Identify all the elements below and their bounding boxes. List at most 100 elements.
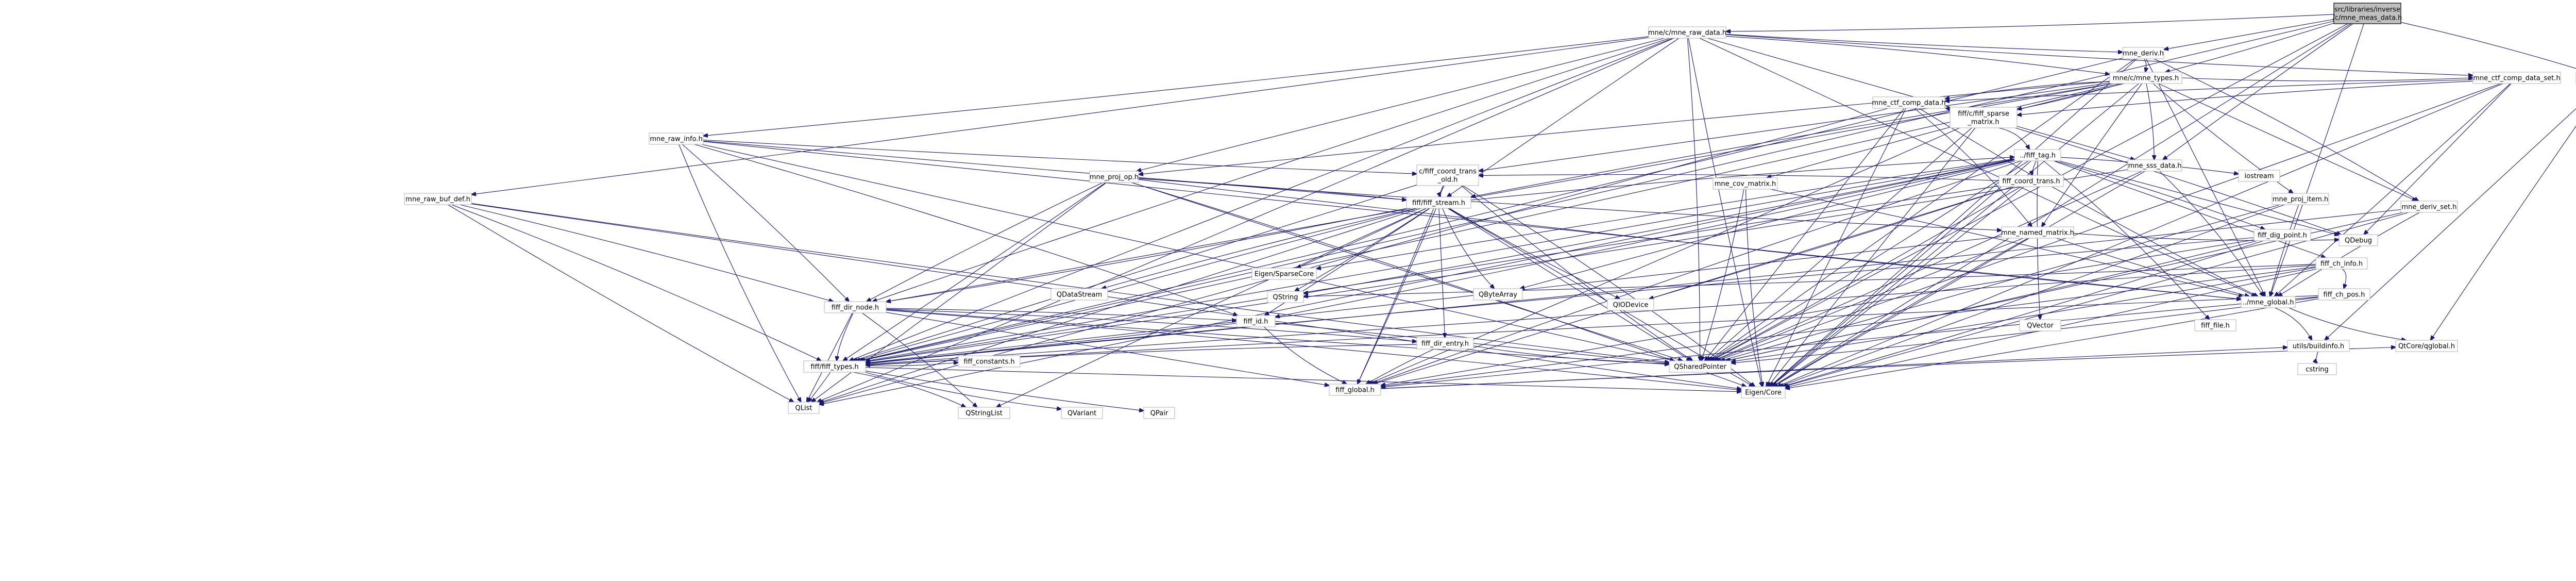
file-node-fiffglobal[interactable]: fiff_global.h <box>1329 384 1381 396</box>
file-node-qsharedptr[interactable]: QSharedPointer <box>1669 360 1732 373</box>
node-label: mne_proj_op.h <box>1090 174 1139 181</box>
edge-stream-to-qbytearray <box>1442 208 1495 289</box>
file-node-stream[interactable]: fiff/fiff_stream.h <box>1406 196 1471 209</box>
file-node-buildinfo[interactable]: utils/buildinfo.h <box>2287 340 2350 352</box>
node-label: QVariant <box>1067 410 1096 418</box>
edge-rawbuf-to-fifftypes <box>451 204 821 361</box>
file-node-qpair[interactable]: QPair <box>1143 407 1175 419</box>
file-node-cstring[interactable]: cstring <box>2297 363 2337 375</box>
file-node-digpoint[interactable]: fiff_dig_point.h <box>2253 229 2311 241</box>
file-node-projop[interactable]: mne_proj_op.h <box>1089 171 1139 183</box>
edge-ctfset-to-ctfcomp <box>1945 79 2473 102</box>
edge-root-to-fifftypes <box>859 21 2334 361</box>
edge-sparse-to-qsharedptr <box>1707 127 1972 361</box>
file-node-fiffid[interactable]: fiff_id.h <box>1236 315 1276 327</box>
edge-rawdata-to-types <box>1725 36 2110 74</box>
file-node-ctfcomp[interactable]: mne_ctf_comp_data.h <box>1872 96 1946 109</box>
node-box <box>1089 171 1139 183</box>
node-box <box>1416 337 1474 350</box>
file-node-sparse[interactable]: fiff/c/fiff_sparse_matrix.h <box>1950 107 2018 128</box>
node-box <box>2019 319 2061 331</box>
file-node-deriv[interactable]: mne_deriv.h <box>2122 47 2164 59</box>
node-box <box>2194 319 2236 331</box>
node-label: mne_ctf_comp_data_set.h <box>2473 75 2560 82</box>
edge-ctfset-to-sparse <box>2017 80 2473 115</box>
node-label: QString <box>1273 294 1298 302</box>
file-node-qvector[interactable]: QVector <box>2019 319 2061 331</box>
edge-chpos-to-fifftypes <box>866 295 2319 365</box>
edge-direntry-to-qsharedptr <box>1473 345 1669 364</box>
edge-coordold-to-stream <box>1440 185 1445 197</box>
file-node-cov[interactable]: mne_cov_matrix.h <box>1713 177 1778 190</box>
file-node-named[interactable]: mne_named_matrix.h <box>2001 226 2074 239</box>
file-node-tag[interactable]: ../fiff_tag.h <box>2014 149 2061 161</box>
file-node-qbytearray[interactable]: QByteArray <box>1473 288 1523 301</box>
edge-tag-to-qbytearray <box>1520 160 2016 289</box>
edge-root-to-ssdata <box>2163 23 2353 160</box>
edge-digpoint-to-eigen <box>1782 240 2264 387</box>
file-node-mneglobal[interactable]: ../mne_global.h <box>2241 296 2296 308</box>
file-node-fiffconstants[interactable]: fiff_constants.h <box>958 355 1021 368</box>
node-label: /c/mne_meas_data.h <box>2333 14 2402 22</box>
file-node-chpos[interactable]: fiff_ch_pos.h <box>2318 288 2370 301</box>
edge-derivset-to-fifftypes <box>866 209 2401 364</box>
file-node-types[interactable]: mne/c/mne_types.h <box>2109 72 2182 84</box>
edge-stream-to-direntry <box>1438 208 1445 338</box>
node-box <box>1267 291 1304 303</box>
node-box <box>958 407 1010 419</box>
file-node-coordtrans[interactable]: fiff_coord_trans.h <box>1998 175 2064 187</box>
edge-fiffid-to-fifftypes <box>866 323 1237 363</box>
edge-rawdata-to-rawinfo <box>703 36 1649 136</box>
file-node-dirnode[interactable]: fiff_dir_node.h <box>824 301 887 313</box>
edge-projitem-to-mneglobal <box>2270 204 2299 296</box>
edge-stream-to-fifftypes <box>856 208 1418 361</box>
node-label: utils/buildinfo.h <box>2293 343 2344 351</box>
edge-dirnode-to-direntry <box>886 309 1417 342</box>
file-node-rawdata[interactable]: mne/c/mne_raw_data.h <box>1648 26 1726 39</box>
file-node-chinfo[interactable]: fiff_ch_info.h <box>2315 257 2368 270</box>
node-label: ../fiff_tag.h <box>2020 152 2056 160</box>
node-box <box>2338 234 2378 246</box>
file-node-eigen[interactable]: Eigen/Core <box>1741 386 1786 399</box>
file-node-qdatastream[interactable]: QDataStream <box>1050 288 1108 301</box>
file-node-fifftypes[interactable]: fiff/fiff_types.h <box>803 360 866 373</box>
file-node-qtglobal[interactable]: QtCore/qglobal.h <box>2395 340 2458 352</box>
file-node-direntry[interactable]: fiff_dir_entry.h <box>1416 337 1474 350</box>
edge-chpos-to-qsharedptr <box>1731 297 2319 363</box>
file-node-rawinfo[interactable]: mne_raw_info.h <box>649 132 704 145</box>
edge-tag-to-fifftypes <box>866 159 2015 361</box>
node-box <box>2241 296 2296 308</box>
edge-fiffid-to-fiffglobal <box>1264 326 1347 384</box>
edge-stream-to-fiffglobal <box>1358 208 1437 384</box>
file-node-eigensparse[interactable]: Eigen/SparseCore <box>1251 268 1317 280</box>
node-label: QDataStream <box>1057 291 1102 299</box>
file-node-derivset[interactable]: mne_deriv_set.h <box>2400 201 2458 213</box>
file-node-iostream[interactable]: iostream <box>2238 170 2280 182</box>
edge-dirnode-to-eigen <box>886 310 1741 390</box>
root-file-node[interactable]: src/libraries/inverse/c/mne_meas_data.h <box>2333 3 2402 24</box>
file-node-fifffile[interactable]: fiff_file.h <box>2194 319 2236 331</box>
file-node-qiodevice[interactable]: QIODevice <box>1607 298 1654 311</box>
node-label: QList <box>795 405 812 412</box>
file-node-qstringlist[interactable]: QStringList <box>958 407 1010 419</box>
file-node-ctfset[interactable]: mne_ctf_comp_data_set.h <box>2472 72 2561 84</box>
node-label: _matrix.h <box>1967 119 1999 126</box>
node-label: fiff/c/fiff_sparse <box>1958 110 2009 118</box>
edge-digpoint-to-fiffglobal <box>1381 239 2255 386</box>
edge-chinfo-to-fiffglobal <box>1381 266 2316 386</box>
file-node-qdebug[interactable]: QDebug <box>2338 234 2378 246</box>
file-node-qlist[interactable]: QList <box>788 402 820 414</box>
file-node-qstring[interactable]: QString <box>1267 291 1304 303</box>
file-node-qvariant[interactable]: QVariant <box>1061 407 1103 419</box>
file-node-rawbuf[interactable]: mne_raw_buf_def.h <box>404 193 472 205</box>
file-node-coordold[interactable]: c/fiff_coord_trans_old.h <box>1416 164 1479 186</box>
node-label: fiff_ch_info.h <box>2320 260 2363 268</box>
node-box <box>2315 257 2368 270</box>
file-node-projitem[interactable]: mne_proj_item.h <box>2272 193 2329 205</box>
edge-projop-to-mneglobal <box>1138 179 2241 299</box>
node-label: iostream <box>2244 173 2274 180</box>
edge-tag-to-digpoint <box>2055 160 2265 229</box>
file-node-ssdata[interactable]: mne_sss_data.h <box>2127 159 2182 172</box>
edge-rawbuf-to-qsharedptr <box>471 203 1669 362</box>
node-label: fiff/fiff_stream.h <box>1412 200 1465 207</box>
